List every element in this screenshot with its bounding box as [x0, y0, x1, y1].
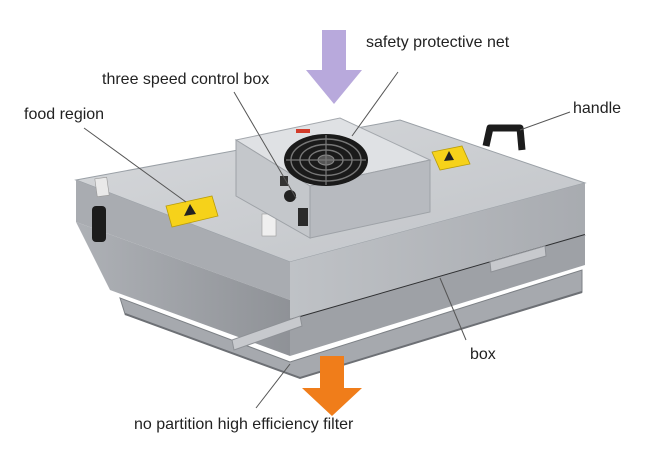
housing-bottom-edge [124, 291, 583, 380]
label-box: box [470, 346, 496, 363]
housing-right-face [290, 183, 585, 320]
warning-label-right [431, 145, 471, 171]
label-safety-protective-net: safety protective net [366, 34, 510, 51]
filter-band [110, 235, 585, 356]
leader-filter [255, 363, 291, 409]
handle-right-icon [482, 124, 526, 151]
fan-module [234, 117, 432, 239]
leader-lines [83, 71, 571, 409]
leader-speed [233, 91, 297, 199]
leader-handle [519, 111, 571, 131]
housing-left-face [76, 180, 290, 300]
clip-plate-right [489, 245, 547, 273]
label-food-region: food region [24, 106, 105, 123]
info-sticker [94, 176, 110, 198]
handle-left-icon [92, 206, 106, 242]
warning-triangle-icon [184, 204, 196, 216]
leader-food [83, 127, 187, 203]
control-plate [298, 208, 308, 226]
label-no-partition-filter: no partition high efficiency filter [134, 416, 354, 433]
label-three-speed-control-box: three speed control box [102, 71, 270, 88]
fan-grille-icon [284, 134, 368, 186]
outflow-arrow-icon [302, 356, 362, 416]
label-handle: handle [573, 100, 622, 117]
leader-safety [351, 71, 399, 137]
brand-mark [296, 129, 310, 133]
warning-label-left [165, 195, 219, 228]
power-switch [280, 176, 288, 186]
leader-box [439, 277, 467, 341]
housing-front-lower [76, 222, 290, 356]
warning-triangle-icon [444, 151, 454, 161]
clip-plate-left [231, 315, 303, 351]
speed-knob [284, 190, 296, 202]
intake-arrow-icon [306, 30, 362, 104]
